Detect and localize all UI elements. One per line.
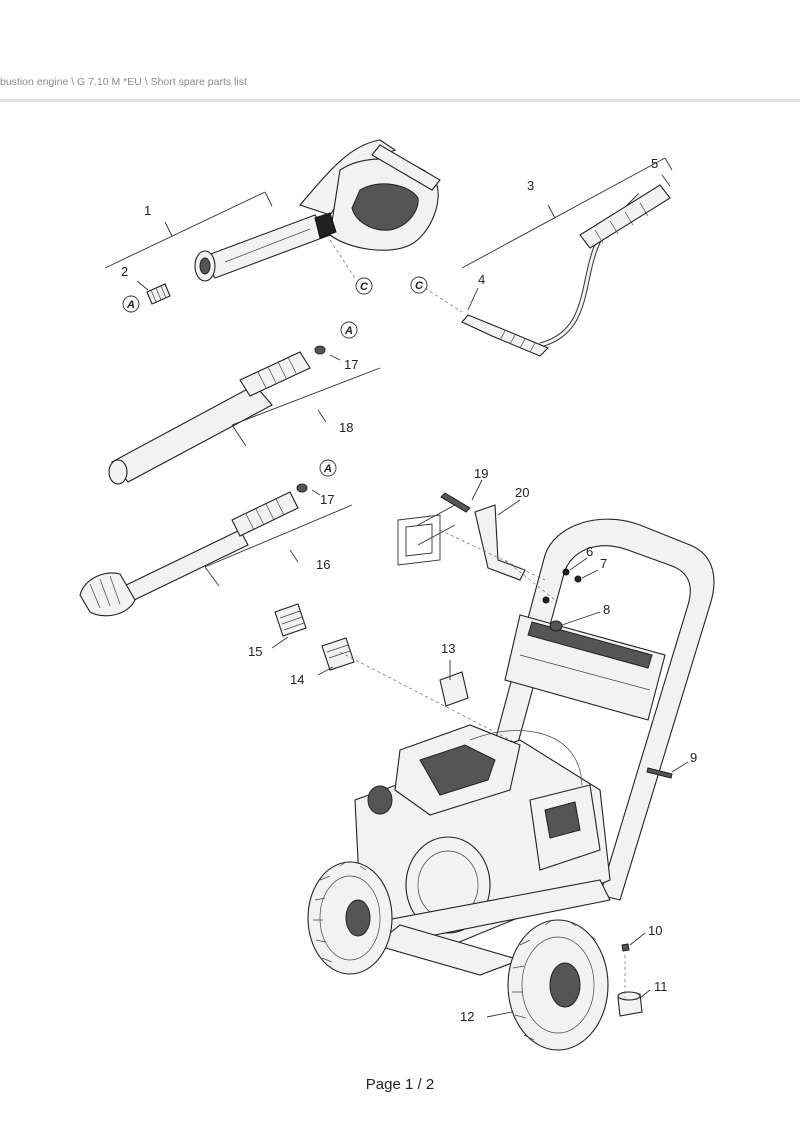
hose-part-3 [461,184,671,357]
callout-20: 20 [515,485,529,500]
callout-13: 13 [441,641,455,656]
clip-part-13 [439,671,469,707]
callout-16: 16 [316,557,330,572]
callout-10: 10 [648,923,662,938]
callout-1: 1 [144,203,151,218]
callout-4: 4 [478,272,485,287]
connector-letter: C [415,280,424,292]
connector-letter: A [344,325,353,337]
callout-7: 7 [600,556,607,571]
callout-12: 12 [460,1009,474,1024]
nozzle-part-2 [146,283,171,305]
pressure-washer-frame [307,518,715,1051]
lance-part-18 [108,345,326,485]
connector-letter: C [360,281,369,293]
callout-numbers: 1 2 3 4 5 6 7 8 9 10 11 12 13 14 15 16 1… [121,156,697,1024]
callout-18: 18 [339,420,353,435]
fitting-part-14 [321,637,355,671]
callout-6: 6 [586,544,593,559]
callout-14: 14 [290,672,304,687]
callout-3: 3 [527,178,534,193]
callout-2: 2 [121,264,128,279]
connector-letter: A [126,299,135,311]
connector-letter: A [323,463,332,475]
callout-17: 17 [344,357,358,372]
callout-11: 11 [654,979,668,994]
fitting-part-15 [274,603,307,637]
page-number: Page 1 / 2 [365,1076,435,1093]
callout-19: 19 [474,466,488,481]
header-divider [0,99,800,102]
bracket-part-20 [397,492,526,581]
connector-markers: A A A C C [122,276,428,477]
callout-8: 8 [603,602,610,617]
breadcrumb: bustion engine \ G 7.10 M *EU \ Short sp… [0,76,247,88]
callout-15: 15 [248,644,262,659]
callout-17b: 17 [320,492,334,507]
leader-lines [104,157,689,1018]
callout-5: 5 [651,156,658,171]
lance-part-16 [79,483,308,617]
spray-gun-part [194,139,441,282]
callout-9: 9 [690,750,697,765]
